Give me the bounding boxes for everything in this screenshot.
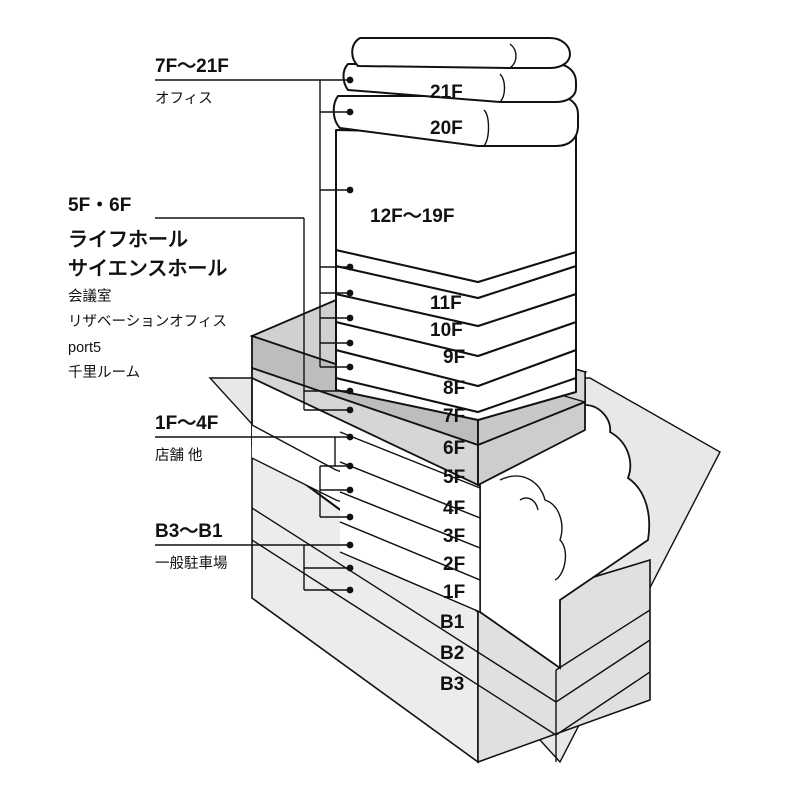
hall-line-port5: port5 xyxy=(68,340,101,356)
callout-shops: 1F〜4F 店舗 他 xyxy=(155,413,218,464)
floor-label-21f: 21F xyxy=(430,82,463,103)
floor-label-10f: 10F xyxy=(430,320,463,341)
shops-desc: 店舗 他 xyxy=(155,447,203,464)
floor-label-7f: 7F xyxy=(443,406,465,427)
office-title: 7F〜21F xyxy=(155,56,229,77)
floor-label-20f: 20F xyxy=(430,118,463,139)
hall-line-senri: 千里ルーム xyxy=(68,364,140,381)
hall-name-science: サイエンスホール xyxy=(68,258,227,280)
leader-lines xyxy=(155,79,352,591)
floor-label-6f: 6F xyxy=(443,438,465,459)
floor-label-12f-19f: 12F〜19F xyxy=(370,206,454,227)
floor-label-2f: 2F xyxy=(443,554,465,575)
floor-label-3f: 3F xyxy=(443,526,465,547)
floor-labels: 21F 20F 12F〜19F 11F 10F 9F 8F 7F 6F 5F 4… xyxy=(370,82,465,695)
callout-hall: 5F・6F ライフホール サイエンスホール 会議室 リザベーションオフィス po… xyxy=(68,195,227,381)
shops-title: 1F〜4F xyxy=(155,413,218,434)
floor-label-8f: 8F xyxy=(443,378,465,399)
parking-title: B3〜B1 xyxy=(155,521,223,542)
floor-label-5f: 5F xyxy=(443,467,465,488)
floor-label-b1: B1 xyxy=(440,612,465,633)
floor-dots xyxy=(346,76,354,594)
floor-label-1f: 1F xyxy=(443,582,465,603)
floor-label-4f: 4F xyxy=(443,498,465,519)
callout-office: 7F〜21F オフィス xyxy=(155,56,229,107)
parking-desc: 一般駐車場 xyxy=(155,555,228,572)
office-desc: オフィス xyxy=(155,91,213,107)
callout-parking: B3〜B1 一般駐車場 xyxy=(155,521,228,572)
hall-line-reservation: リザベーションオフィス xyxy=(68,313,227,330)
floor-label-9f: 9F xyxy=(443,347,465,368)
tower-roof xyxy=(332,37,579,147)
tower-slabs xyxy=(335,249,577,421)
hall-name-life: ライフホール xyxy=(68,229,188,251)
hall-line-meeting: 会議室 xyxy=(68,287,112,305)
hall-title: 5F・6F xyxy=(68,195,131,216)
floor-label-b2: B2 xyxy=(440,643,464,664)
floor-label-b3: B3 xyxy=(440,674,464,695)
floor-label-11f: 11F xyxy=(430,293,462,314)
